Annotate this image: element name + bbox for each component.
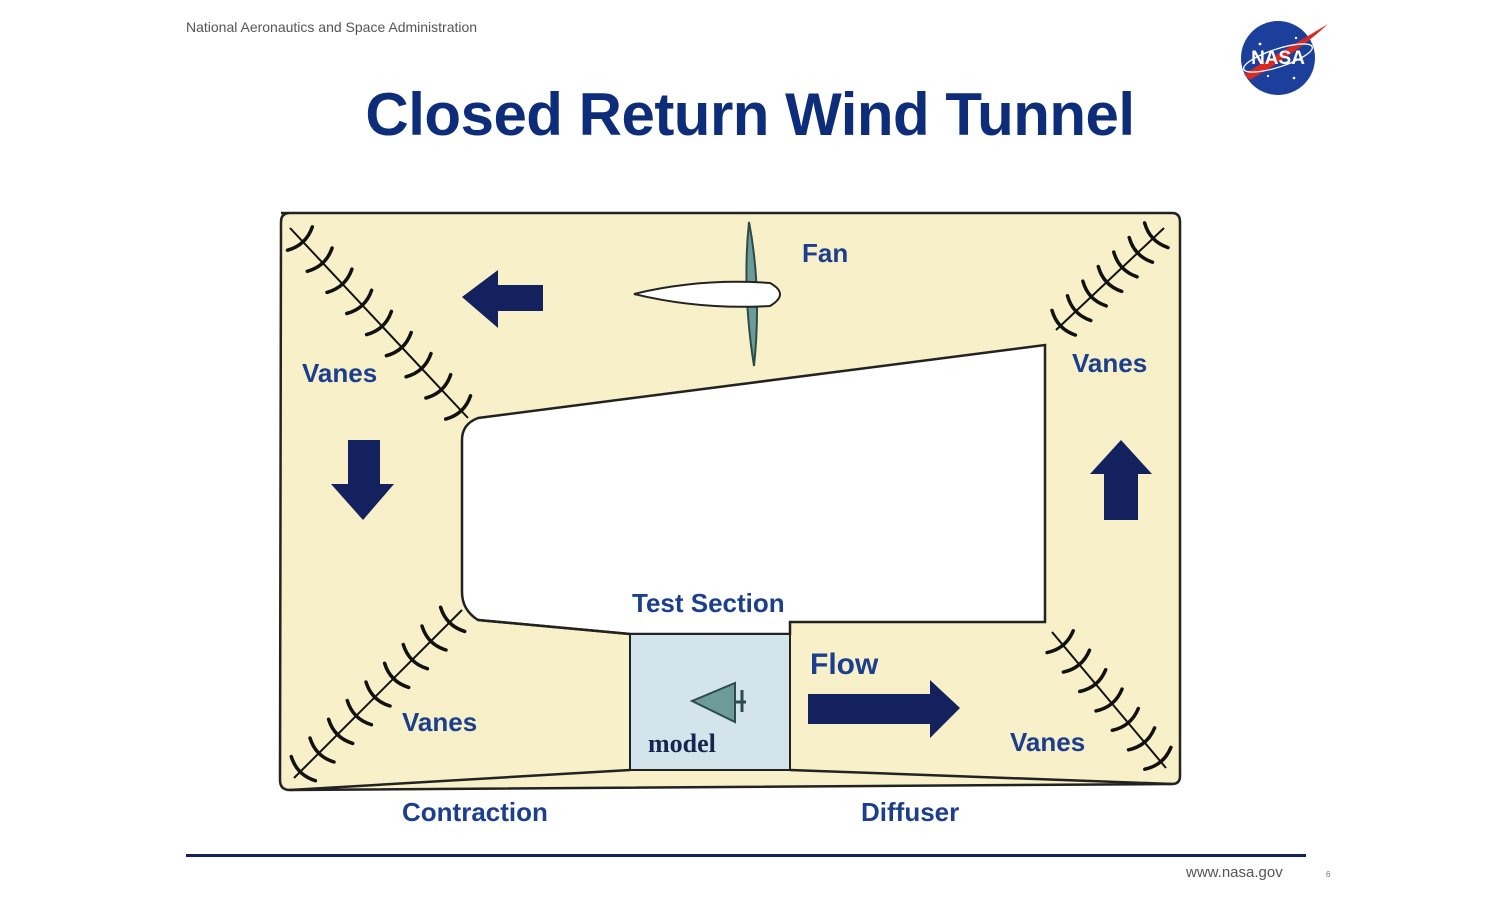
- arrow-down-icon: [331, 440, 394, 520]
- arrow-left-icon: [462, 270, 543, 328]
- vane-blade: [305, 246, 334, 274]
- flow-arrow-right-icon: [808, 680, 960, 738]
- vane-blade: [1110, 706, 1141, 733]
- vane-blade: [1077, 667, 1108, 694]
- organization-name: National Aeronautics and Space Administr…: [186, 19, 478, 35]
- fan-icon: [633, 221, 781, 367]
- vane-blade: [285, 225, 315, 252]
- vane-blade: [404, 351, 433, 379]
- vane-blade: [382, 661, 411, 690]
- model-label: model: [648, 729, 716, 758]
- diffuser-label: Diffuser: [861, 797, 960, 827]
- vane-blade: [1127, 235, 1155, 264]
- vane-blade: [1045, 629, 1075, 655]
- vane-blade: [325, 267, 354, 295]
- vane-blade: [1050, 308, 1078, 337]
- vane-blade: [1126, 726, 1157, 752]
- model-icon: [689, 681, 746, 724]
- vanes-label-top-left: Vanes: [302, 358, 378, 388]
- vane-blade: [424, 372, 453, 400]
- vane-blade: [1096, 264, 1124, 294]
- diffuser-wall-bottom: [789, 768, 1173, 786]
- vane-blade: [1094, 687, 1124, 713]
- fan-label: Fan: [802, 238, 849, 268]
- vane-blade: [443, 394, 473, 421]
- vanes-label-bottom-left: Vanes: [402, 707, 478, 737]
- vanes-bottom-right-icon: [1045, 629, 1173, 771]
- vane-blade: [364, 680, 392, 708]
- vanes-label-top-right: Vanes: [1072, 348, 1148, 378]
- page-number: 6: [1326, 870, 1331, 879]
- vane-blade: [420, 624, 448, 652]
- vanes-label-bottom-right: Vanes: [1010, 727, 1086, 757]
- contraction-wall-bottom: [289, 768, 631, 792]
- footer-url: www.nasa.gov: [1186, 864, 1283, 881]
- vane-blade: [326, 717, 355, 746]
- vane-blade: [1065, 294, 1093, 323]
- vane-blade: [1142, 221, 1170, 250]
- contraction-label: Contraction: [402, 797, 548, 827]
- test-section-label: Test Section: [632, 588, 785, 618]
- vane-blade: [1061, 648, 1092, 674]
- vane-blade: [438, 605, 467, 634]
- flow-label: Flow: [810, 648, 879, 681]
- vane-blade: [345, 698, 374, 727]
- vane-blade: [345, 288, 374, 316]
- vane-blade: [1143, 745, 1173, 771]
- contraction-wall-top: [477, 618, 631, 636]
- slide-title: Closed Return Wind Tunnel: [365, 81, 1135, 148]
- vane-blade: [308, 736, 336, 764]
- nasa-logo: NASA: [1241, 21, 1328, 95]
- vane-blade: [1081, 279, 1108, 308]
- vane-blade: [401, 642, 430, 671]
- vane-blade: [1112, 250, 1139, 279]
- vanes-bottom-left-icon: [289, 605, 467, 783]
- vanes-top-right-icon: [1050, 221, 1170, 337]
- vane-blade: [289, 754, 318, 783]
- vane-blade: [364, 309, 394, 337]
- vane-blade: [384, 330, 413, 358]
- vanes-top-left-icon: [285, 225, 473, 421]
- footer-rule: [186, 854, 1306, 857]
- arrow-up-icon: [1090, 440, 1152, 520]
